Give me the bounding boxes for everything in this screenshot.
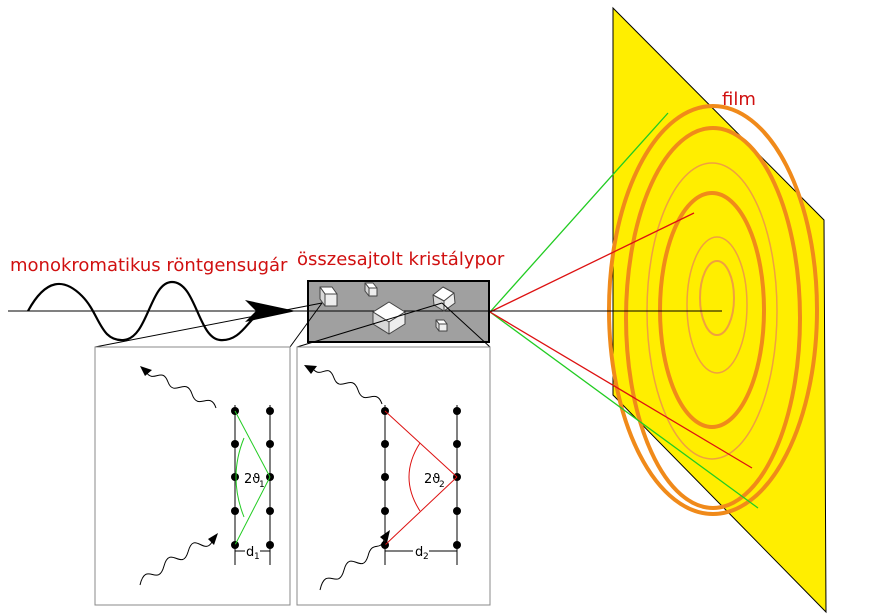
ring-5 [624, 126, 802, 510]
spacing-label-2-sub: 2 [423, 552, 429, 562]
debye-rings [607, 104, 819, 516]
wavy-arrow-out-2 [313, 369, 383, 405]
bragg-ray-2-out [384, 476, 458, 546]
ring-3 [658, 191, 766, 429]
ring-6 [607, 104, 819, 516]
wavy-arrow-out-1 [145, 371, 217, 409]
crystallite-1 [319, 286, 338, 307]
bragg-ray-2-in [384, 410, 458, 478]
bragg-ray-1-out [234, 476, 271, 546]
spacing-label-2: d [415, 545, 423, 560]
inset-right-frame [296, 346, 491, 606]
callout-line-left [94, 302, 323, 348]
ray-green-lower [489, 311, 759, 509]
diffracted-rays [489, 112, 759, 509]
wavy-arrow-in-1 [139, 541, 213, 586]
inset-left-frame [94, 346, 291, 606]
angle-label-1-sub: 1 [259, 480, 265, 490]
film-label: film [722, 89, 756, 110]
film-plane [612, 6, 827, 614]
ring-2 [686, 236, 748, 374]
angle-label-1: 2ϑ [244, 472, 260, 487]
beam-arrowhead [245, 300, 296, 322]
crystallite-2 [364, 282, 378, 297]
angle-label-2: 2ϑ [424, 472, 440, 487]
angle-arc-2 [408, 442, 421, 512]
ray-red-lower [489, 311, 753, 469]
crystallite-4 [432, 286, 456, 312]
crystallite-5 [435, 319, 448, 332]
inset-left: 2ϑ 1 d 1 [94, 346, 291, 606]
angle-arc-1 [235, 437, 245, 518]
spacing-label-1: d [246, 545, 254, 560]
callout-line-right-2 [441, 302, 491, 348]
ray-green-upper [489, 112, 669, 313]
beam-label: monokromatikus röntgensugár [10, 255, 288, 276]
angle-label-2-sub: 2 [439, 480, 445, 490]
bragg-ray-1-in [234, 410, 271, 478]
inset-right: 2ϑ 2 d 2 [296, 346, 491, 606]
sample-label: összesajtolt kristálypor [297, 249, 505, 270]
incident-wave [27, 280, 267, 342]
ray-red-upper [489, 212, 695, 313]
ring-1 [699, 260, 735, 336]
callout-line-right [296, 302, 443, 348]
wavy-arrow-in-2 [319, 539, 385, 591]
spacing-label-1-sub: 1 [254, 552, 260, 562]
callout-line-left-2 [289, 302, 323, 348]
